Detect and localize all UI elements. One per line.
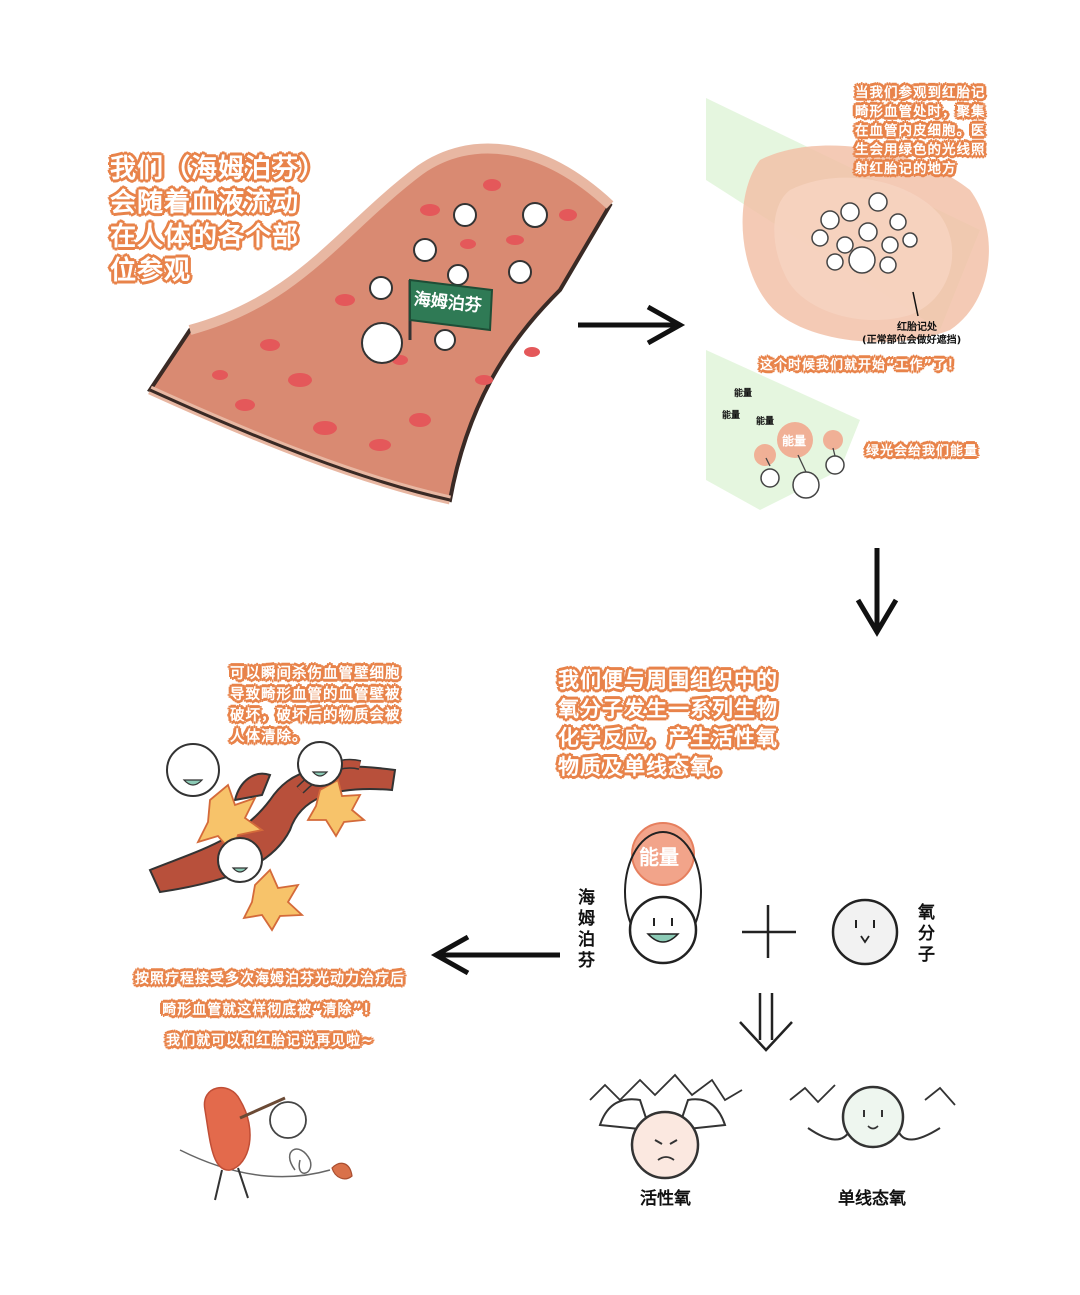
panel4-caption-line-3: 破坏，破坏后的物质会被 [230,708,401,724]
oxygen-label: 氧分子 [918,903,935,965]
energy-bubble-label: 能量 [782,434,807,448]
panel2-caption-line-2: 畸形血管处时，聚集 [855,104,986,120]
arrow-left-icon [430,934,560,976]
port-wine-stain-illustration [706,98,989,510]
reactive-oxygen-label: 活性氧 [640,1189,691,1209]
work-caption: 这个时候我们就开始“工作”了！ [760,358,962,373]
panel3-caption-line-2: 氧分子发生一系列生物 [558,697,778,721]
arrow-down-icon [855,548,899,637]
vessel-destruction-illustration [148,741,397,932]
panel2-caption-line-3: 在血管内皮细胞。医 [855,123,986,139]
panel3-caption-line-4: 物质及单线态氧。 [558,755,734,779]
panel2-caption-line-4: 生会用绿色的光线照 [855,142,986,158]
energy-word-3: 能量 [756,417,775,427]
panel1-caption-line-1: 我们（海姆泊芬） [110,154,327,184]
panel4-caption: 可以瞬间杀伤血管壁细胞 导致畸形血管的血管壁被 破坏，破坏后的物质会被 人体清除… [230,664,401,748]
hemoporfin-label: 海姆泊芬 [578,888,595,971]
panel3-caption-line-3: 化学反应，产生活性氧 [558,726,778,750]
green-light-caption: 绿光会给我们能量 [866,444,979,459]
panel4-caption-line-2: 导致畸形血管的血管壁被 [230,687,401,703]
panel1-caption-line-3: 在人体的各个部 [110,222,300,252]
stain-label: 红胎记处 [897,322,937,333]
panel1-caption: 我们（海姆泊芬） 会随着血液流动 在人体的各个部 位参观 [110,152,326,288]
arrow-right-icon [578,304,686,346]
panel2-caption-line-5: 射红胎记的地方 [855,161,957,177]
energy-word-1: 能量 [734,389,753,399]
stain-note: (正常部位会做好遮挡) [862,335,962,346]
energy-word-2: 能量 [722,411,741,421]
panel1-caption-line-4: 位参观 [110,256,192,286]
blood-vessel-illustration [147,143,614,505]
panel5-caption-line-3: 我们就可以和红胎记说再见啦~ [166,1033,374,1049]
panel5-caption-line-2: 畸形血管就这样彻底被“清除”！ [162,1002,378,1018]
singlet-oxygen-label: 单线态氧 [838,1189,906,1209]
energy-circle-label: 能量 [639,845,679,869]
panel3-caption: 我们便与周围组织中的 氧分子发生一系列生物 化学反应，产生活性氧 物质及单线态氧… [558,666,778,782]
panel3-caption-line-1: 我们便与周围组织中的 [558,668,778,692]
reaction-illustration [589,822,956,1180]
panel2-caption: 当我们参观到红胎记 畸形血管处时，聚集 在血管内皮细胞。医 生会用绿色的光线照 … [855,84,986,179]
panel2-caption-line-1: 当我们参观到红胎记 [855,85,986,101]
panel1-caption-line-2: 会随着血液流动 [110,188,300,218]
farewell-illustration [179,1086,353,1201]
panel4-caption-line-4: 人体清除。 [230,729,308,745]
panel4-caption-line-1: 可以瞬间杀伤血管壁细胞 [230,666,401,682]
panel5-caption-line-1: 按照疗程接受多次海姆泊芬光动力治疗后 [135,971,405,987]
panel5-caption: 按照疗程接受多次海姆泊芬光动力治疗后 畸形血管就这样彻底被“清除”！ 我们就可以… [100,964,440,1057]
